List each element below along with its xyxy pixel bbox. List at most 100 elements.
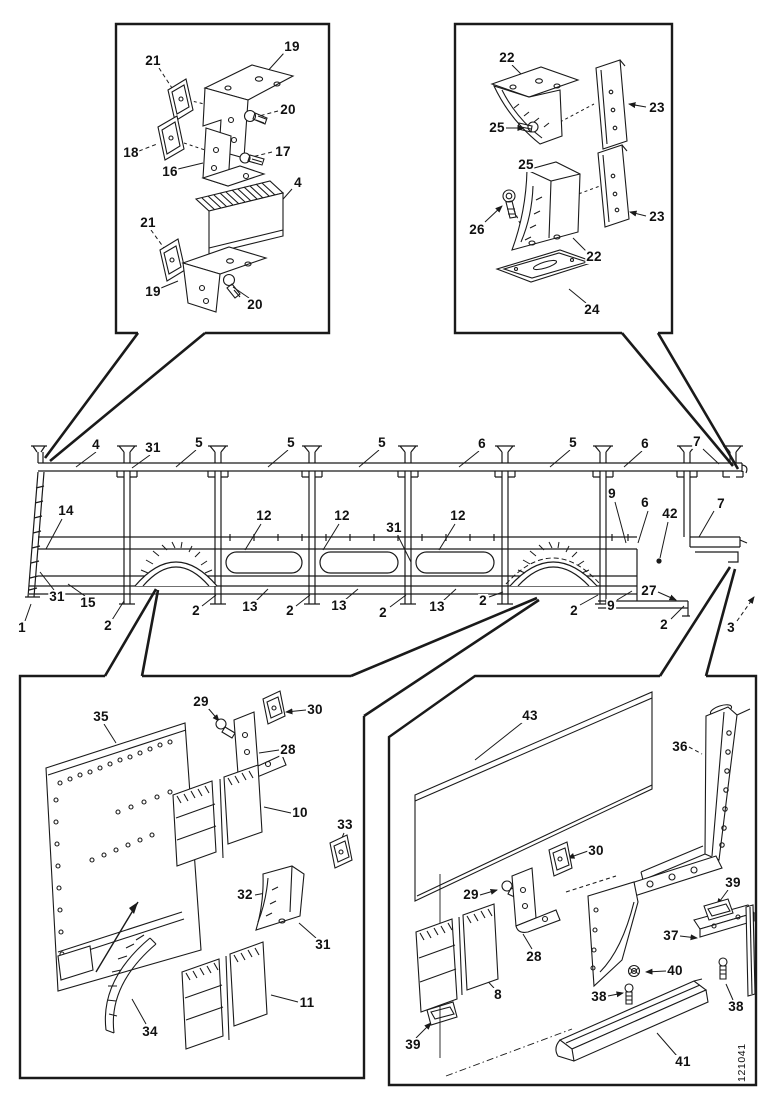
- part-17-bolt: [239, 152, 265, 166]
- magnifier-wedges: [43, 331, 740, 718]
- part-label: 39: [724, 874, 742, 890]
- part-label: 3: [726, 619, 736, 635]
- part-30-plate-br: [548, 841, 573, 877]
- part-label: 23: [648, 99, 666, 115]
- part-label: 30: [587, 842, 605, 858]
- sill-panel-12a: [225, 551, 303, 574]
- part-37-bracket: [693, 904, 756, 997]
- part-29-bolt: [215, 718, 236, 739]
- part-20-bolt-bottom: [222, 273, 241, 299]
- part-22-gusset-bracket-top: [490, 66, 580, 145]
- part-label: 39: [404, 1036, 422, 1052]
- part-label: 31: [314, 936, 332, 952]
- inset-bottom-left-parts: [45, 690, 353, 1050]
- rear-wheel-arch: [505, 541, 601, 587]
- part-label: 30: [306, 701, 324, 717]
- part-label: 19: [144, 283, 162, 299]
- part-label: 9: [607, 485, 617, 501]
- front-wheel-arch: [134, 541, 218, 587]
- part-35-perforated-panel: [45, 722, 202, 992]
- part-21-packing-plate-top: [167, 78, 194, 122]
- part-label: 2: [103, 617, 113, 633]
- part-23-plate-bottom: [597, 144, 630, 228]
- part-36-pillar: [633, 704, 751, 890]
- part-25-bolt-top: [517, 121, 539, 133]
- part-label: 33: [336, 816, 354, 832]
- part-label: 25: [488, 119, 506, 135]
- inset-box-bottom-right-frame: [387, 674, 758, 1087]
- part-label: 31: [385, 519, 403, 535]
- part-label: 40: [666, 962, 684, 978]
- part-label: 2: [191, 602, 201, 618]
- part-24-plate: [495, 249, 596, 283]
- assembly-arrow-head: [129, 902, 138, 914]
- main-frame-drawing: [25, 445, 748, 617]
- top-rail: [38, 462, 742, 472]
- inset-bottom-right-parts: [414, 691, 756, 1077]
- part-label: 5: [194, 434, 204, 450]
- part-33-plate: [329, 834, 353, 869]
- part-43-panel: [414, 691, 653, 902]
- part-label: 22: [585, 248, 603, 264]
- part-label: 18: [122, 144, 140, 160]
- part-label: 13: [241, 598, 259, 614]
- part-label: 23: [648, 208, 666, 224]
- part-22-gusset-bracket-bottom: [511, 161, 581, 251]
- datum-dot-42: [656, 558, 662, 564]
- part-39-plate-top: [703, 898, 734, 921]
- part-34-wheel-arch-strip: [104, 934, 157, 1034]
- part-label: 13: [428, 598, 446, 614]
- part-label: 11: [298, 994, 316, 1010]
- datum-dash-line: [445, 1028, 573, 1077]
- part-label: 21: [144, 52, 162, 68]
- part-label: 38: [727, 998, 745, 1014]
- part-label: 1: [17, 619, 27, 635]
- part-label: 22: [498, 49, 516, 65]
- part-label: 42: [661, 505, 679, 521]
- waist-line: [38, 534, 637, 541]
- part-label: 29: [192, 693, 210, 709]
- part-label: 2: [378, 604, 388, 620]
- part-41-channel-rail: [555, 978, 709, 1062]
- left-end-post: [31, 445, 47, 463]
- inset-top-right-parts: [490, 59, 630, 283]
- part-label: 21: [139, 214, 157, 230]
- part-20-bolt-top: [243, 109, 268, 125]
- part-23-plate-top: [595, 59, 628, 150]
- part-label: 28: [279, 741, 297, 757]
- part-label: 12: [255, 507, 273, 523]
- part-label: 36: [671, 738, 689, 754]
- part-label: 2: [478, 592, 488, 608]
- part-21-packing-plate-bottom: [159, 238, 186, 282]
- inset-box-top-right-frame: [453, 22, 674, 335]
- part-18-packing-plate: [157, 115, 185, 161]
- part-label: 2: [569, 602, 579, 618]
- right-rail-end: [741, 463, 748, 474]
- part-label: 12: [333, 507, 351, 523]
- part-26-bolt: [502, 189, 517, 219]
- sill-panel-12c: [415, 551, 495, 574]
- sill-panel-12b: [319, 551, 399, 574]
- part-label: 31: [48, 588, 66, 604]
- part-label: 5: [377, 434, 387, 450]
- part-label: 32: [236, 886, 254, 902]
- part-8-finned-blocks: [415, 903, 499, 1013]
- part-label: 15: [79, 594, 97, 610]
- part-38-bolt-left: [624, 983, 634, 1005]
- inset-frames: [18, 22, 758, 1087]
- part-label: 34: [141, 1023, 159, 1039]
- drawing-number: 121041: [736, 1043, 748, 1082]
- assembly-arrow: [95, 901, 139, 973]
- part-label: 13: [330, 597, 348, 613]
- part-label: 24: [583, 301, 601, 317]
- part-label: 5: [286, 434, 296, 450]
- part-40-nut: [627, 964, 641, 978]
- part-label: 4: [293, 174, 303, 190]
- part-label: 41: [674, 1053, 692, 1069]
- part-label: 9: [606, 597, 616, 613]
- part-label: 28: [525, 948, 543, 964]
- part-label: 4: [91, 436, 101, 452]
- part-label: 29: [462, 886, 480, 902]
